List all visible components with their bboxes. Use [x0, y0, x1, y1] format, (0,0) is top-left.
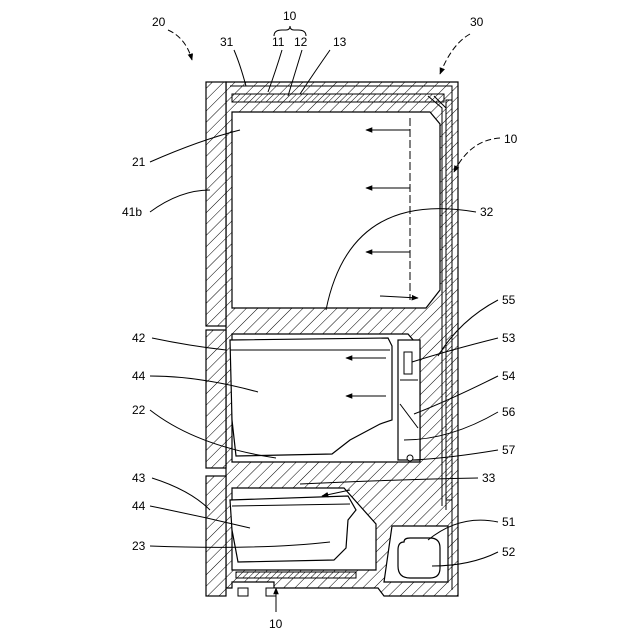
label-42: 42	[132, 331, 146, 345]
door-42	[206, 330, 226, 468]
leader-41b	[150, 190, 210, 212]
label-32: 32	[480, 205, 494, 219]
airflow-arrow	[322, 490, 350, 496]
label-56: 56	[502, 405, 516, 419]
foot	[266, 588, 276, 596]
drain-part-57	[407, 455, 413, 461]
foot	[238, 588, 248, 596]
label-52: 52	[502, 545, 516, 559]
label-13: 13	[333, 35, 347, 49]
label-53: 53	[502, 331, 516, 345]
compressor-52	[398, 538, 440, 578]
door-43	[206, 476, 226, 596]
vacuum-panel-top	[232, 94, 444, 102]
label-22: 22	[132, 403, 146, 417]
label-23: 23	[132, 539, 146, 553]
fan-part-53	[404, 352, 412, 374]
drawer-upper	[230, 338, 392, 456]
label-20: 20	[152, 15, 166, 29]
label-43: 43	[132, 471, 146, 485]
label-12: 12	[294, 35, 308, 49]
leader-20	[168, 30, 192, 60]
label-44-upper: 44	[132, 369, 146, 383]
label-51: 51	[502, 515, 516, 529]
label-30: 30	[470, 15, 484, 29]
label-57: 57	[502, 443, 516, 457]
door-41b	[206, 82, 226, 326]
label-33: 33	[482, 471, 496, 485]
label-31: 31	[220, 35, 234, 49]
airflow-arrow	[380, 296, 418, 298]
label-21: 21	[132, 155, 146, 169]
leader-30	[440, 34, 470, 74]
leader-43	[152, 478, 210, 510]
label-10-bottom: 10	[269, 617, 283, 631]
label-10-group: 10	[283, 9, 297, 23]
label-54: 54	[502, 369, 516, 383]
leader-10-right	[454, 138, 500, 172]
vacuum-panel-right	[446, 100, 452, 500]
label-44-lower: 44	[132, 499, 146, 513]
label-55: 55	[502, 293, 516, 307]
label-41b: 41b	[122, 205, 142, 219]
label-11: 11	[272, 35, 285, 49]
label-10-right: 10	[504, 132, 518, 146]
leader-31	[234, 50, 246, 86]
vacuum-panel-bottom	[236, 572, 356, 578]
leader-52	[432, 552, 498, 566]
